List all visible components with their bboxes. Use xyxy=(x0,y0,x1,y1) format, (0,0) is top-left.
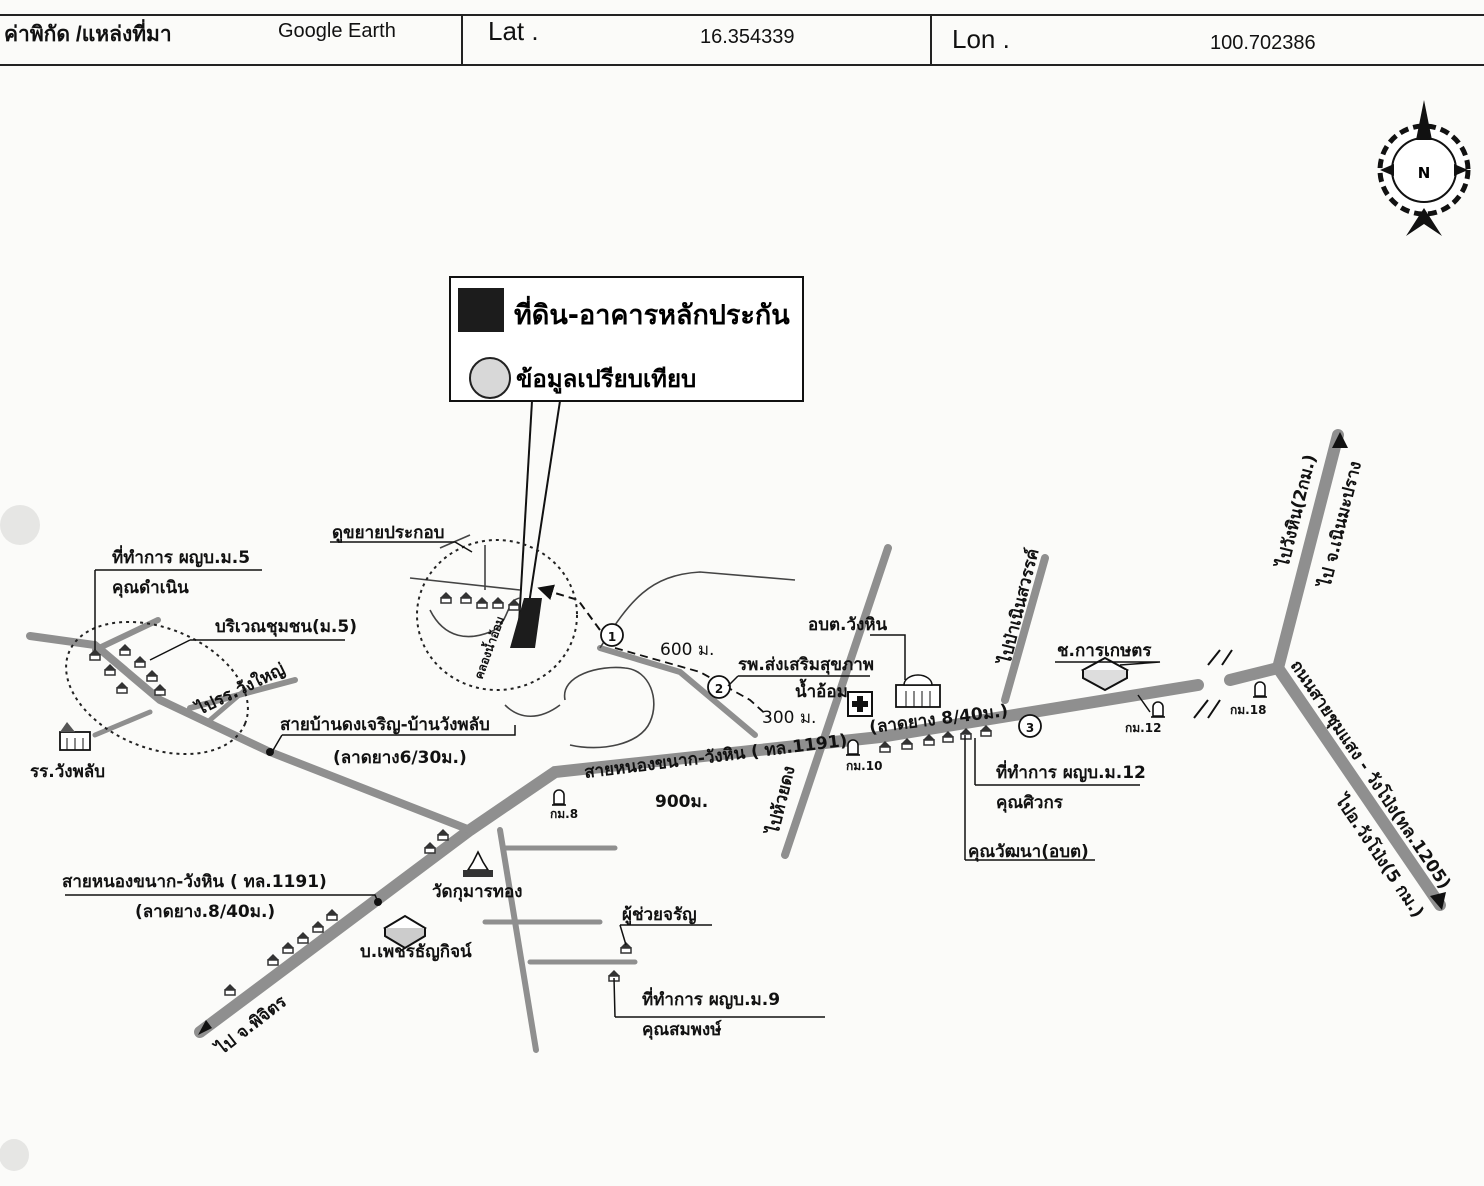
label-assistant-head: ผู้ช่วยจรัญ xyxy=(622,905,697,926)
label-community-area: บริเวณชุมชน(ม.5) xyxy=(215,617,357,637)
subject-zoom-circle xyxy=(416,539,578,691)
source-label: ค่าพิกัด /แหล่งที่มา xyxy=(4,23,172,46)
label-sao-wanghin: อบต.วังหิน xyxy=(808,615,888,635)
label-to-pa-noen: ไปป่าเนินสวรรค์ xyxy=(994,546,1043,668)
map-legend: ที่ดิน-อาคารหลักประกัน ข้อมูลเปรียบเทียบ xyxy=(449,276,804,402)
lon-value: 100.702386 xyxy=(1210,32,1316,54)
north-arrow-icon: N xyxy=(1377,100,1471,236)
label-wat-kumarn: วัดกุมารทอง xyxy=(432,882,522,902)
label-school-wangphlap: รร.วังพลับ xyxy=(30,762,105,782)
road-network xyxy=(26,429,1446,1053)
label-km12: กม.12 xyxy=(1125,721,1161,735)
label-main-road-sw-spec: (ลาดยาง.8/40ม.) xyxy=(135,902,275,922)
road-break-mark xyxy=(1193,649,1233,719)
label-village12-head: คุณศิวกร xyxy=(996,793,1064,813)
label-main-road-sw: สายหนองขนาก-วังหิน ( ทล.1191) xyxy=(62,872,327,892)
subject-swatch xyxy=(458,288,504,332)
svg-text:1: 1 xyxy=(608,630,616,644)
label-dist-300: 300 ม. xyxy=(762,708,816,728)
scan-hole-mark xyxy=(0,1139,29,1171)
legend-pointer-line-2 xyxy=(524,400,561,631)
label-khun-wattana: คุณวัฒนา(อบต) xyxy=(968,842,1089,862)
label-village5-head: คุณดำเนิน xyxy=(112,578,189,598)
compass-north-label: N xyxy=(1418,164,1431,182)
road-point xyxy=(266,748,274,756)
label-canal: คลองน้ำอ้อม xyxy=(469,613,507,681)
company-icon xyxy=(383,914,427,950)
road-huaidong xyxy=(781,544,892,859)
lat-label: Lat . xyxy=(488,16,539,46)
legend-pointer-line-1 xyxy=(517,400,533,641)
scan-hole-mark xyxy=(0,505,40,545)
road-dongcharoen xyxy=(26,632,474,834)
legend-comparable-label: ข้อมูลเปรียบเทียบ xyxy=(516,365,696,394)
agri-shop-icon xyxy=(1080,656,1130,692)
label-agri-shop: ช.การเกษตร xyxy=(1057,641,1152,661)
source-value: Google Earth xyxy=(278,20,396,42)
label-to-school-wangyai: ไปรร.วังใหญ่ xyxy=(191,659,288,721)
label-hospital-2: น้ำอ้อม xyxy=(795,678,848,702)
community-circle xyxy=(65,620,249,756)
header-divider-2 xyxy=(930,14,932,66)
label-km8: กม.8 xyxy=(550,807,578,821)
header-top-rule xyxy=(0,14,1484,16)
svg-text:3: 3 xyxy=(1026,721,1034,735)
header-bottom-rule xyxy=(0,64,1484,66)
label-dist-600: 600 ม. xyxy=(660,640,714,660)
label-land-expansion: ดูขยายประกอบ xyxy=(332,523,444,544)
label-village9-head: คุณสมพงษ์ xyxy=(642,1019,722,1040)
road-1205 xyxy=(1271,429,1446,911)
legend-subject-label: ที่ดิน-อาคารหลักประกัน xyxy=(514,295,790,331)
subject-parcel xyxy=(510,598,542,648)
lon-label: Lon . xyxy=(952,24,1010,54)
label-road-dongcharoen: สายบ้านดงเจริญ-บ้านวังพลับ xyxy=(280,715,490,735)
svg-text:2: 2 xyxy=(715,682,723,696)
label-road-dongcharoen-spec: (ลาดยาง6/30ม.) xyxy=(333,748,467,768)
school-icon xyxy=(59,722,91,751)
label-village9-office: ที่ทำการ ผญบ.ม.9 xyxy=(642,987,780,1010)
label-km10: กม.10 xyxy=(846,759,882,773)
marker-1: 1 xyxy=(600,623,624,647)
label-dist-900: 900ม. xyxy=(655,792,708,812)
direction-arrow-icon xyxy=(198,432,1446,1035)
label-km18: กม.18 xyxy=(1230,703,1266,717)
sao-office-icon xyxy=(895,674,941,708)
coordinate-header: ค่าพิกัด /แหล่งที่มา Google Earth Lat . … xyxy=(0,0,1484,70)
label-village12-office: ที่ทำการ ผญบ.ม.12 xyxy=(996,760,1146,783)
label-village5-office: ที่ทำการ ผญบ.ม.5 xyxy=(112,545,250,568)
access-route xyxy=(537,584,601,631)
header-divider-1 xyxy=(461,14,463,66)
hospital-icon xyxy=(847,691,873,717)
road-pa-noen xyxy=(1001,554,1049,704)
label-petch-company: บ.เพชรธัญกิจน์ xyxy=(360,941,472,962)
label-hospital: รพ.ส่งเสริมสุขภาพ xyxy=(738,655,874,675)
map-labels: ที่ทำการ ผญบ.ม.5 คุณดำเนิน บริเวณชุมชน(ม… xyxy=(30,452,1455,1060)
lat-value: 16.354339 xyxy=(700,26,795,48)
main-road-1191 xyxy=(194,679,1204,1038)
marker-3: 3 xyxy=(1018,714,1042,738)
temple-icon xyxy=(463,850,493,877)
comparable-swatch xyxy=(469,357,511,399)
marker-2: 2 xyxy=(707,675,731,699)
